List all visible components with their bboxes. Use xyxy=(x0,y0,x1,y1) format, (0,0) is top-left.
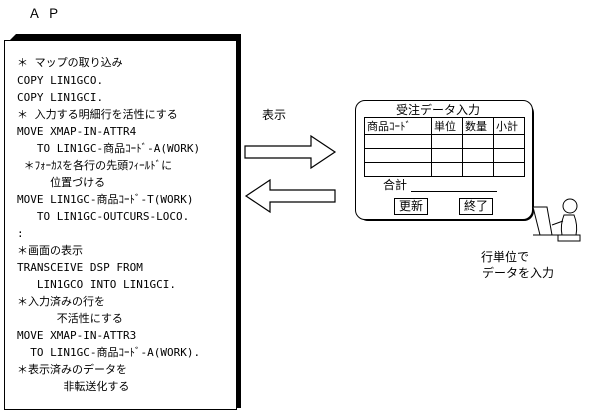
grid-cell[interactable] xyxy=(364,162,432,177)
column-header: 小計 xyxy=(493,117,525,135)
grid-cell[interactable] xyxy=(462,148,494,163)
grid-cell[interactable] xyxy=(364,148,432,163)
code-line: MOVE XMAP-IN-ATTR3 xyxy=(17,329,137,342)
code-line: 位置づける xyxy=(17,176,106,189)
code-line: TRANSCEIVE DSP FROM xyxy=(17,261,143,274)
code-line: 非転送化する xyxy=(17,380,130,393)
left-arrow xyxy=(244,178,336,214)
code-line: ＊ マップの取り込み xyxy=(17,56,123,69)
update-button[interactable]: 更新 xyxy=(394,198,428,215)
ap-title: ＡＰ xyxy=(28,7,67,22)
grid-cell[interactable] xyxy=(364,134,432,149)
grid-cell[interactable] xyxy=(462,162,494,177)
grid-row[interactable] xyxy=(364,134,525,149)
code-line: ＊ 入力する明細行を活性にする xyxy=(17,108,178,121)
code-line: ＊ﾌｫｰｶｽを各行の先頭ﾌｨｰﾙﾄﾞに xyxy=(17,159,173,172)
code-line: ＊画面の表示 xyxy=(17,244,83,257)
order-entry-grid: 商品ｺｰﾄﾞ 単位 数量 小計 xyxy=(364,117,525,177)
code-line: COPY LIN1GCO. xyxy=(17,74,104,87)
ap-box-shadow-top xyxy=(10,34,241,40)
code-line: : xyxy=(17,227,24,240)
code-line: MOVE LIN1GC-商品ｺｰﾄﾞ-T(WORK) xyxy=(17,193,194,206)
grid-cell[interactable] xyxy=(431,148,463,163)
total-label: 合計 xyxy=(383,178,408,192)
grid-row[interactable] xyxy=(364,162,525,177)
code-line: TO LIN1GC-OUTCURS-LOCO. xyxy=(17,210,190,223)
code-line: LIN1GCO INTO LIN1GCI. xyxy=(17,278,176,291)
grid-cell[interactable] xyxy=(431,162,463,177)
code-line: TO LIN1GC-商品ｺｰﾄﾞ-A(WORK). xyxy=(17,346,201,359)
grid-header-row: 商品ｺｰﾄﾞ 単位 数量 小計 xyxy=(364,117,525,135)
user-icon xyxy=(532,198,581,242)
user-caption-line: 行単位で xyxy=(481,250,530,264)
grid-row[interactable] xyxy=(364,148,525,163)
total-field xyxy=(411,191,497,192)
code-line: COPY LIN1GCI. xyxy=(17,91,104,104)
grid-cell[interactable] xyxy=(462,134,494,149)
ap-box-shadow-right xyxy=(237,40,241,408)
column-header: 単位 xyxy=(431,117,463,135)
right-arrow xyxy=(244,134,337,170)
code-line: TO LIN1GC-商品ｺｰﾄﾞ-A(WORK) xyxy=(17,142,201,155)
screen-title: 受注データ入力 xyxy=(396,103,481,117)
code-line: ＊表示済みのデータを xyxy=(17,363,127,376)
column-header: 数量 xyxy=(462,117,494,135)
display-arrow-label: 表示 xyxy=(262,108,287,122)
exit-button[interactable]: 終了 xyxy=(459,198,493,215)
grid-cell xyxy=(493,148,525,163)
arrows-svg xyxy=(244,134,337,214)
ap-program-box: ＊ マップの取り込み COPY LIN1GCO. COPY LIN1GCI. ＊… xyxy=(4,40,237,410)
grid-cell xyxy=(493,134,525,149)
column-header: 商品ｺｰﾄﾞ xyxy=(364,117,432,135)
grid-cell[interactable] xyxy=(431,134,463,149)
grid-cell xyxy=(493,162,525,177)
code-line: MOVE XMAP-IN-ATTR4 xyxy=(17,125,137,138)
code-line: ＊入力済みの行を xyxy=(17,295,105,308)
user-caption-line: データを入力 xyxy=(482,266,555,280)
code-line: 不活性にする xyxy=(17,312,123,325)
